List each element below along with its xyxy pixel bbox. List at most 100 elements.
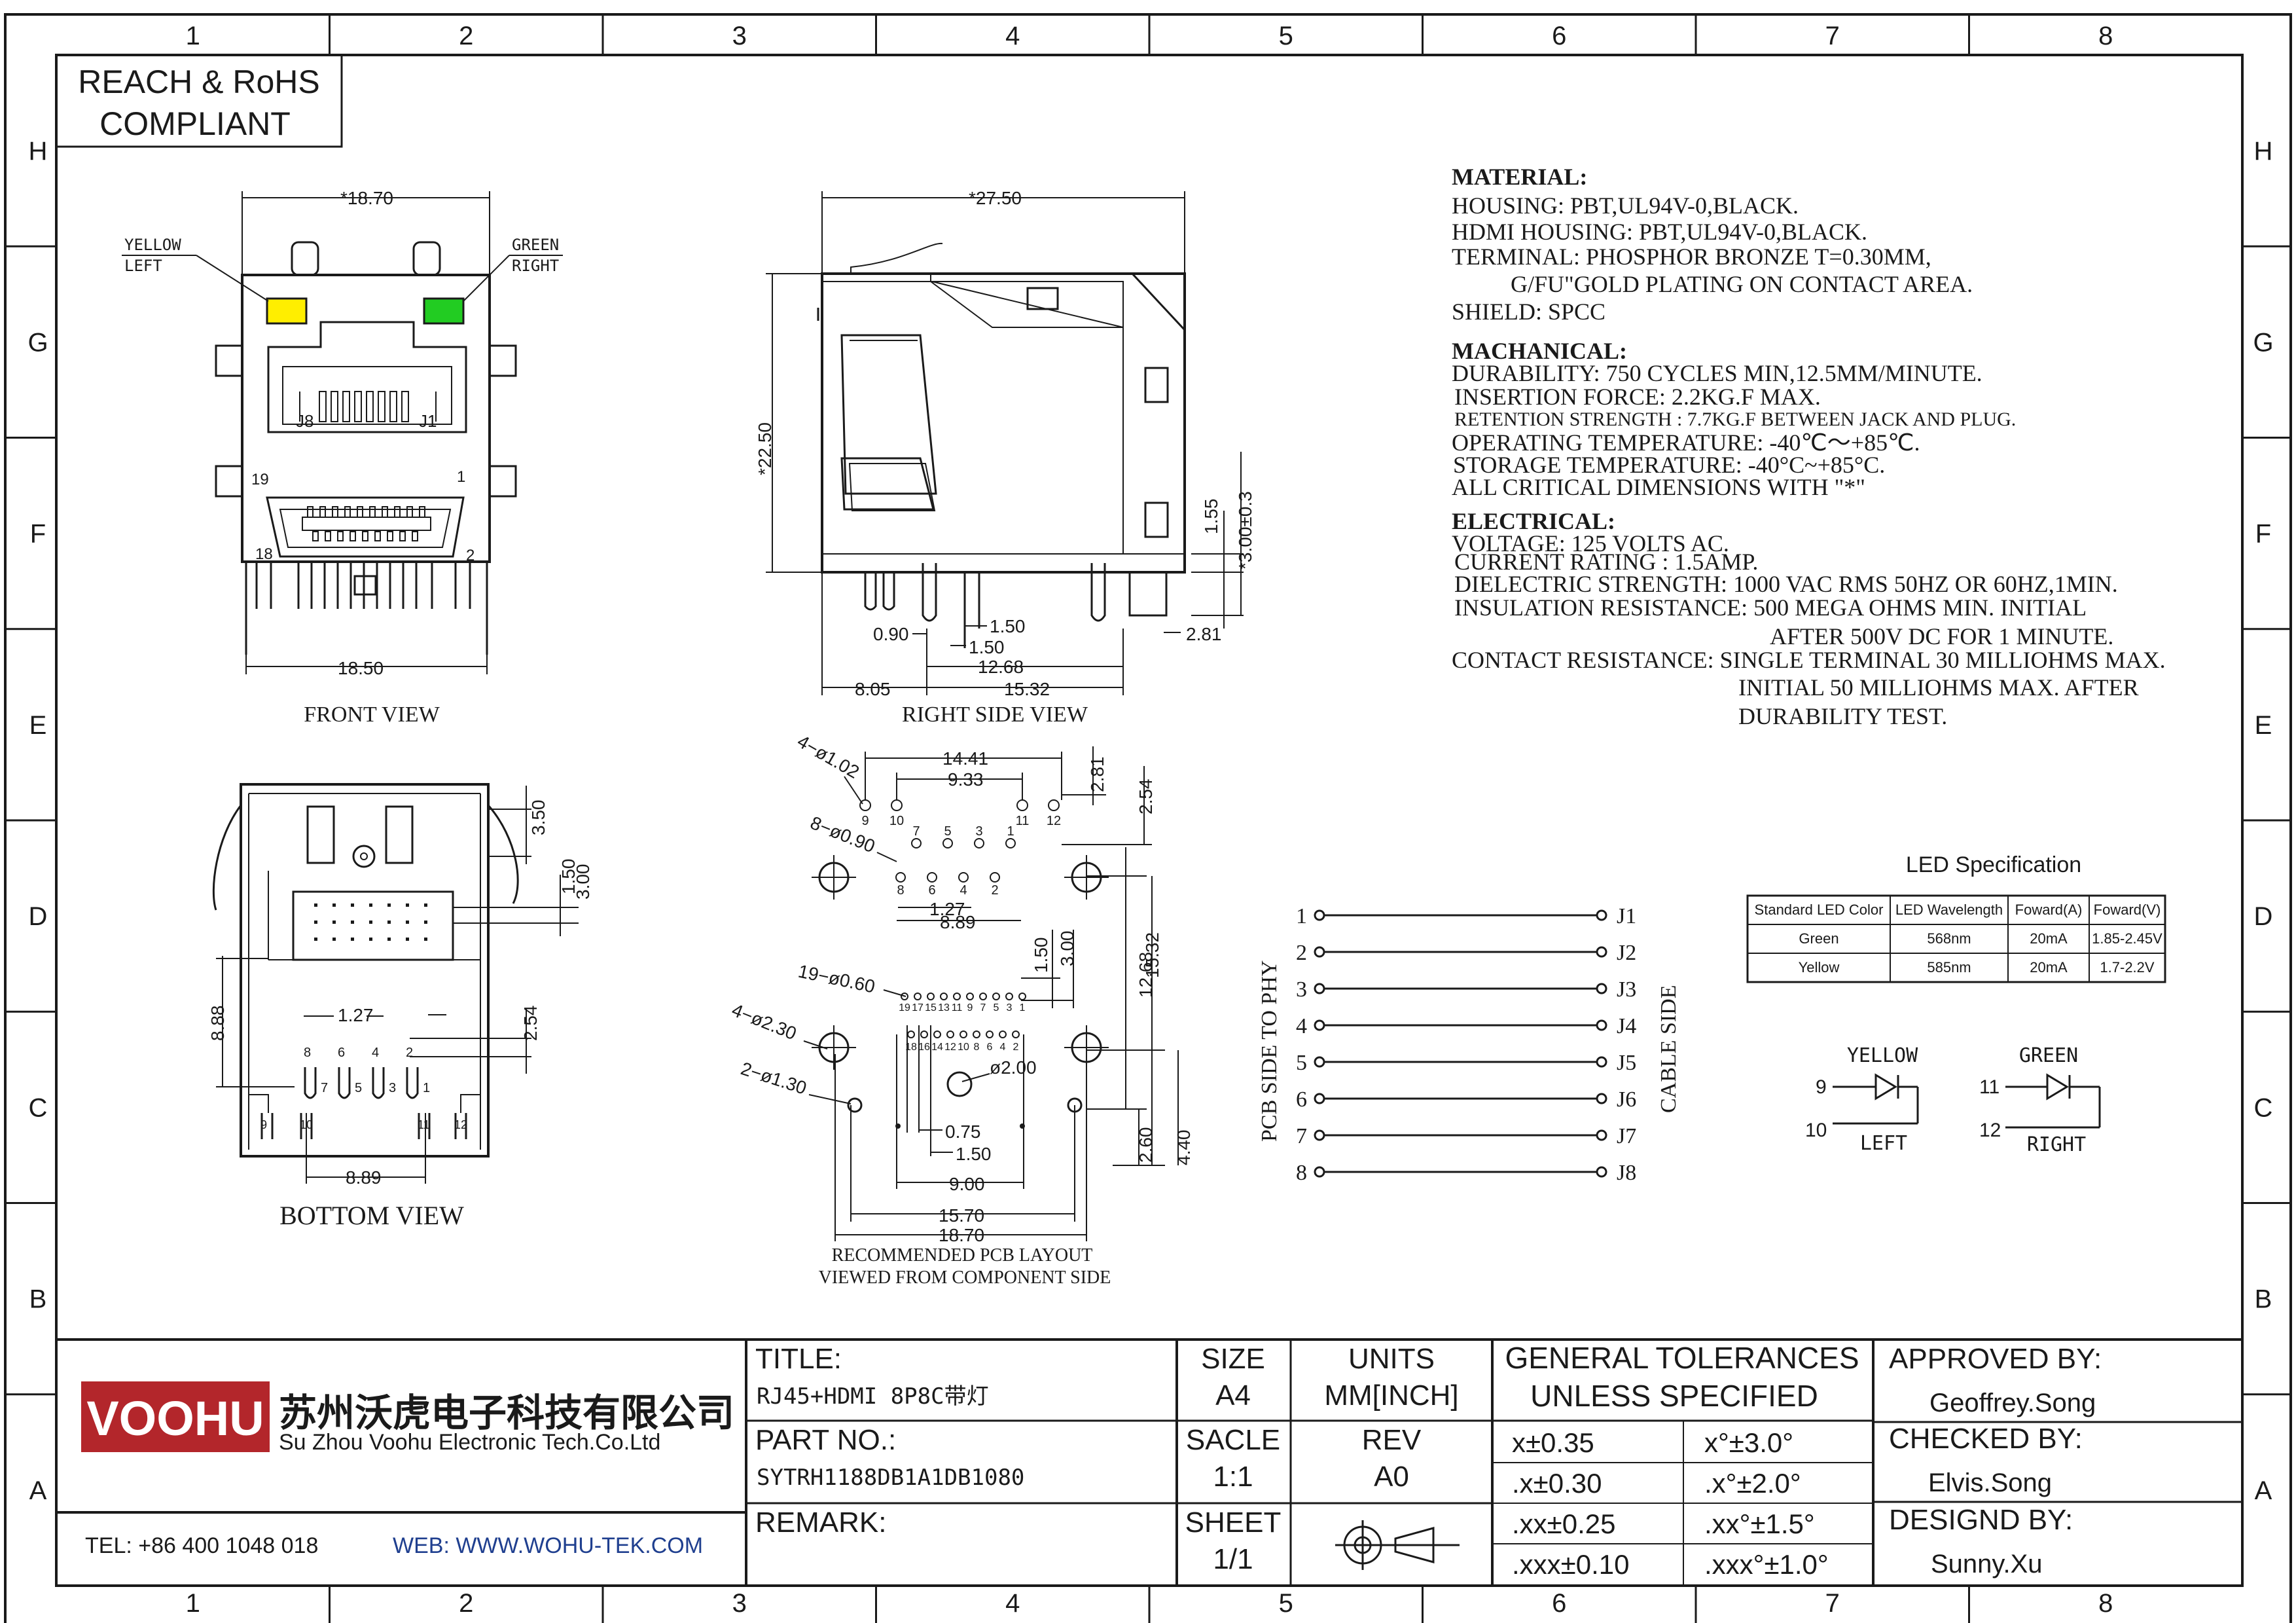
pcb-dim-1570: 15.70 bbox=[939, 1205, 984, 1226]
bottom-hdmi-block bbox=[292, 890, 454, 961]
bottom-dim-889: 8.89 bbox=[346, 1167, 382, 1188]
pcb-pin-label: 7 bbox=[980, 1002, 986, 1013]
led-yellow-pin-a: 9 bbox=[1816, 1076, 1827, 1098]
bottom-pin-label: 7 bbox=[321, 1081, 328, 1095]
checked-label: CHECKED BY: bbox=[1889, 1423, 2083, 1455]
schematic-jack-terminal bbox=[1596, 1019, 1607, 1031]
pcb-pin-label: 12 bbox=[944, 1042, 956, 1053]
material-line: TERMINAL: PHOSPHOR BRONZE T=0.30MM, bbox=[1452, 244, 1931, 270]
pcb-hdmi-hole bbox=[1005, 993, 1013, 1000]
mech-title: MACHANICAL: bbox=[1452, 338, 1627, 364]
company-tel: TEL: +86 400 1048 018 bbox=[85, 1533, 318, 1558]
schematic-pin-label: 8 bbox=[1296, 1161, 1307, 1185]
mech-line: INSERTION FORCE: 2.2KG.F MAX. bbox=[1454, 384, 1821, 410]
material-line: SHIELD: SPCC bbox=[1452, 299, 1605, 325]
tolerance-linear: .xxx±0.10 bbox=[1512, 1549, 1629, 1580]
led-green-pin-k: 12 bbox=[1979, 1120, 2001, 1141]
pcb-pin-label: 18 bbox=[905, 1042, 917, 1053]
pcb-pin-label: 17 bbox=[912, 1002, 924, 1013]
pcb-pin-label: 2 bbox=[1013, 1042, 1019, 1053]
zone-col-label: 3 bbox=[732, 22, 747, 50]
led-yellow-label: YELLOW bbox=[1847, 1044, 1918, 1067]
zone-row-label: D bbox=[2254, 902, 2273, 931]
tolerance-angular: .x°±2.0° bbox=[1704, 1468, 1801, 1499]
pcb-hdmi-hole bbox=[920, 1030, 928, 1038]
zone-col-label: 7 bbox=[1825, 22, 1840, 50]
pcb-pin-label: 6 bbox=[987, 1042, 993, 1053]
pcb-pin-label: 1 bbox=[1007, 824, 1014, 839]
zone-row-label: F bbox=[2255, 520, 2271, 549]
zone-col-label: 1 bbox=[186, 1589, 200, 1618]
tol-title-2: UNLESS SPECIFIED bbox=[1530, 1379, 1818, 1413]
tolerance-angular: .xx°±1.5° bbox=[1704, 1508, 1815, 1539]
title-value: RJ45+HDMI 8P8C带灯 bbox=[757, 1383, 989, 1410]
schematic-jack-terminal bbox=[1596, 909, 1607, 921]
bottom-housing bbox=[240, 783, 490, 1158]
led-yellow-pin-k: 10 bbox=[1805, 1120, 1827, 1141]
pcb-rj-hole bbox=[911, 838, 922, 848]
zone-row-label: H bbox=[2254, 137, 2273, 166]
zone-col-label: 3 bbox=[732, 1589, 747, 1618]
pcb-hdmi-hole bbox=[1018, 993, 1026, 1000]
pcb-hdmi-hole bbox=[986, 1030, 994, 1038]
pcb-hdmi-hole bbox=[960, 1030, 967, 1038]
front-pin-j8: J8 bbox=[296, 411, 314, 431]
pcb-dim-900: 9.00 bbox=[949, 1174, 985, 1194]
front-led-left-color: YELLOW bbox=[124, 236, 181, 254]
side-dim-1268: 12.68 bbox=[978, 657, 1024, 677]
schematic-jack-terminal bbox=[1596, 1093, 1607, 1104]
schematic-jack-terminal bbox=[1596, 1056, 1607, 1068]
size-value: A4 bbox=[1215, 1379, 1251, 1412]
pcb-pin-label: 19 bbox=[899, 1002, 910, 1013]
zone-col-label: 5 bbox=[1279, 22, 1293, 50]
schematic-pin-label: 5 bbox=[1296, 1051, 1307, 1075]
side-dim-150a: 1.50 bbox=[990, 616, 1026, 636]
rev-value: A0 bbox=[1374, 1461, 1409, 1493]
schematic-jack-terminal bbox=[1596, 983, 1607, 994]
pcb-dim-150: 1.50 bbox=[1031, 938, 1051, 974]
front-dim-bottom: 18.50 bbox=[338, 658, 384, 678]
company-name-en: Su Zhou Voohu Electronic Tech.Co.Ltd bbox=[279, 1430, 660, 1455]
side-dim-150b: 1.50 bbox=[969, 637, 1005, 657]
size-label: SIZE bbox=[1201, 1343, 1265, 1375]
material-line: G/FU"GOLD PLATING ON CONTACT AREA. bbox=[1511, 271, 1973, 297]
rev-label: REV bbox=[1362, 1424, 1422, 1456]
designed-value: Sunny.Xu bbox=[1931, 1550, 2043, 1578]
pcb-pin-label: 4 bbox=[960, 883, 967, 898]
side-dim-155: 1.55 bbox=[1201, 499, 1221, 535]
pcb-rj-hole bbox=[1005, 838, 1016, 848]
pcb-rj-hole bbox=[974, 838, 984, 848]
green-led-diode-icon bbox=[2046, 1073, 2069, 1101]
part-value: SYTRH1188DB1A1DB1080 bbox=[757, 1465, 1024, 1491]
led-spec-header: LED Wavelength bbox=[1895, 902, 2003, 918]
pcb-pin-label: 12 bbox=[1047, 814, 1061, 828]
tolerance-angular: .xxx°±1.0° bbox=[1704, 1549, 1829, 1580]
zone-row-label: A bbox=[2255, 1476, 2272, 1505]
schematic-jack-label: J7 bbox=[1617, 1124, 1636, 1148]
elec-line: DIELECTRIC STRENGTH: 1000 VAC RMS 50HZ O… bbox=[1454, 571, 2118, 597]
pcb-hole-060: 19−ø0.60 bbox=[797, 961, 877, 997]
specifications: MATERIAL: HOUSING: PBT,UL94V-0,BLACK. HD… bbox=[1452, 164, 2166, 729]
mech-line: ALL CRITICAL DIMENSIONS WITH "*" bbox=[1452, 474, 1865, 500]
title-block: VOOHU 苏州沃虎电子科技有限公司 Su Zhou Voohu Electro… bbox=[55, 1338, 2244, 1587]
pcb-pin-label: 15 bbox=[925, 1002, 937, 1013]
pcb-dim-1870: 18.70 bbox=[939, 1225, 984, 1245]
schematic-jack-label: J5 bbox=[1617, 1051, 1636, 1075]
pcb-pin-label: 10 bbox=[889, 814, 904, 828]
remark-label: REMARK: bbox=[755, 1506, 886, 1539]
schematic-pin-label: 6 bbox=[1296, 1087, 1307, 1112]
right-side-view: *27.50 *22.50 1.55 *3.00±0.3 0.90 1.50 1… bbox=[755, 188, 1255, 727]
schematic-pin-terminal bbox=[1314, 983, 1325, 994]
front-led-right-pos: RIGHT bbox=[512, 257, 559, 275]
elec-line: CURRENT RATING : 1.5AMP. bbox=[1454, 549, 1758, 575]
material-title: MATERIAL: bbox=[1452, 164, 1587, 190]
title-label: TITLE: bbox=[755, 1343, 842, 1375]
zone-col-label: 5 bbox=[1279, 1589, 1293, 1618]
pcb-pin-label: 5 bbox=[994, 1002, 999, 1013]
pcb-led-hole bbox=[891, 799, 903, 811]
units-label: UNITS bbox=[1348, 1343, 1435, 1375]
zone-row-label: H bbox=[29, 137, 48, 166]
projection-symbol-icon bbox=[1335, 1520, 1460, 1570]
